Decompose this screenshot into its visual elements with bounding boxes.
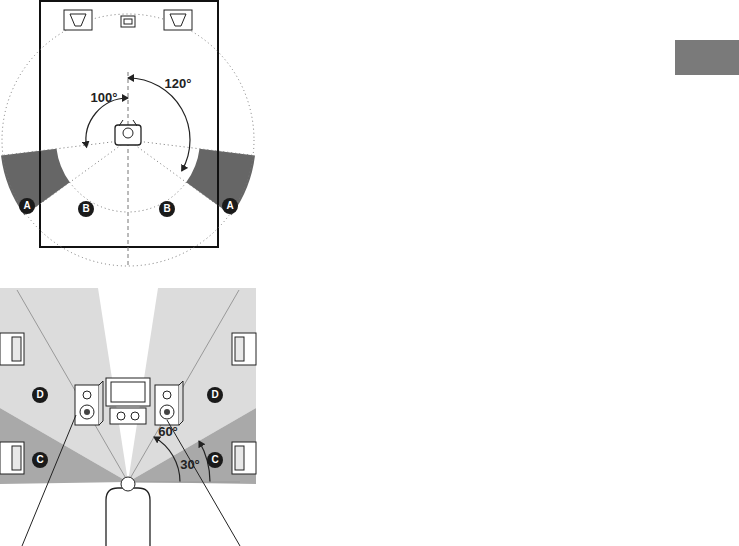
woofer	[131, 412, 139, 420]
zone-b-arc	[128, 182, 186, 212]
angle-ray	[128, 140, 230, 214]
callout-letter: B	[159, 201, 175, 217]
angle-ray	[3, 140, 128, 155]
listener-chair	[115, 125, 141, 145]
callout-letter: A	[222, 198, 238, 214]
front-speaker	[64, 10, 92, 30]
leader-line	[22, 415, 76, 546]
speaker-side	[99, 381, 103, 425]
angle-label: 60°	[157, 425, 179, 439]
callout-letter: D	[207, 387, 223, 403]
surround-speaker	[232, 442, 256, 474]
front-speaker	[75, 385, 99, 425]
callout-letter: A	[19, 198, 35, 214]
tv	[106, 378, 150, 406]
front-speaker	[164, 10, 192, 30]
tweeter	[83, 391, 91, 399]
listener-chair	[106, 488, 150, 546]
angle-label: 30°	[179, 458, 201, 472]
leader-line	[167, 420, 240, 546]
surround-back-diagram	[0, 288, 256, 546]
woofer-cap	[84, 409, 90, 415]
speaker-face	[235, 337, 244, 361]
front-speaker	[155, 385, 179, 425]
speaker-side	[179, 381, 183, 425]
listener-head	[123, 128, 133, 138]
angle-label: 120°	[164, 77, 193, 91]
surround-speaker	[232, 333, 256, 365]
callout-letter: B	[78, 201, 94, 217]
angle-ray	[26, 140, 128, 214]
center-speaker	[110, 408, 146, 424]
speaker-cone	[124, 19, 132, 24]
surround-speaker	[0, 333, 24, 365]
zone-a	[1, 149, 70, 215]
reference-line	[128, 482, 240, 483]
room-outline	[40, 1, 218, 247]
woofer-cap	[164, 409, 170, 415]
surround-speaker	[0, 442, 24, 474]
zone-a	[186, 149, 255, 215]
tv-screen	[111, 382, 145, 402]
listener-head	[121, 477, 135, 491]
listener-arms	[119, 120, 137, 126]
tweeter	[163, 391, 171, 399]
speaker-cone	[70, 14, 86, 26]
angle-label: 100°	[90, 91, 119, 105]
callout-letter: C	[207, 452, 223, 468]
speaker-face	[235, 446, 244, 470]
woofer	[117, 412, 125, 420]
zone-c	[0, 408, 128, 484]
center-speaker	[121, 16, 135, 27]
zone-c	[128, 408, 256, 484]
angle-arc-60	[154, 437, 180, 482]
center-axis	[128, 72, 129, 268]
callout-letter: C	[32, 452, 48, 468]
speaker-face	[12, 337, 21, 361]
speaker-cone	[170, 14, 186, 26]
speaker-face	[12, 446, 21, 470]
woofer	[80, 405, 94, 419]
section-tab	[675, 40, 739, 75]
woofer	[160, 405, 174, 419]
surround-angle-diagram	[1, 1, 255, 268]
callout-letter: D	[32, 387, 48, 403]
